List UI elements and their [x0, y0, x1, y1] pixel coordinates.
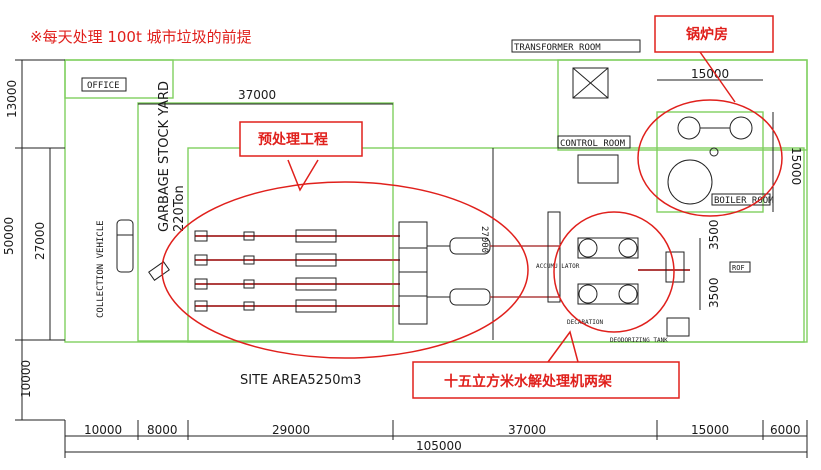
pretreatment-callout: [239, 121, 363, 157]
dim-inner-27000: 27000: [479, 226, 489, 253]
accumulator: [547, 211, 561, 303]
slurry-tank-lower: [449, 288, 491, 306]
collection-vehicle: [116, 219, 134, 273]
garbage-yard-capacity: 220Ton: [172, 185, 187, 232]
page-title: ※每天处理 100t 城市垃圾的前提: [30, 28, 252, 46]
dim-boiler-15000: 15000: [789, 147, 803, 185]
hydrolysis-callout: [412, 361, 680, 399]
dim-left-27000: 27000: [33, 222, 47, 260]
collection-vehicle-label: COLLECTION VEHICLE: [96, 220, 106, 318]
boiler-room-zone: [656, 111, 764, 213]
dim-bottom-15000: 15000: [691, 423, 729, 437]
dim-bottom-6000: 6000: [770, 423, 801, 437]
dim-right-3500-b: 3500: [707, 277, 721, 308]
dim-bottom-37000: 37000: [508, 423, 546, 437]
garbage-yard-label: GARBAGE STOCK YARD: [157, 81, 172, 232]
grab-crane: [148, 261, 170, 281]
rof-unit: [665, 251, 685, 283]
boiler-room-label: BOILER ROOM: [714, 196, 774, 206]
plant-area-boundary: [187, 147, 805, 343]
shredder-block: [398, 221, 428, 325]
boiler-valve: [709, 147, 719, 157]
pretreatment-text: 预处理工程: [258, 131, 328, 148]
decaration-label: DECARATION: [567, 319, 604, 326]
transformer-room-box: [511, 39, 641, 53]
dim-left-10000: 10000: [19, 360, 33, 398]
hydrolysis-text: 十五立方米水解处理机两架: [444, 373, 612, 390]
rof-box: [729, 261, 751, 273]
control-panel: [577, 154, 619, 184]
transformer-unit: [572, 67, 609, 99]
hydrolysis-ellipse: [553, 211, 675, 333]
hydrolysis-machine-upper: [577, 237, 639, 259]
dim-left-13000: 13000: [5, 80, 19, 118]
boiler-ellipse: [637, 99, 783, 217]
hydrolysis-machine-lower: [577, 283, 639, 305]
deodorizing-tank-label: DEODORIZING TANK: [610, 337, 668, 344]
office-zone: [64, 59, 174, 99]
dim-right-3500-a: 3500: [707, 219, 721, 250]
dim-bottom-29000: 29000: [272, 423, 310, 437]
conveyor-lines: [194, 229, 400, 313]
boiler-drum-right: [729, 116, 753, 140]
control-room-label: CONTROL ROOM: [560, 139, 626, 149]
rof-label: ROF: [732, 264, 745, 272]
accumulator-label: ACCUMU LATOR: [536, 263, 580, 270]
site-area-label: SITE AREA5250m3: [240, 373, 361, 388]
control-room-box: [557, 135, 631, 149]
transformer-room-label: TRANSFORMER ROOM: [514, 43, 601, 53]
boiler-room-box: [711, 193, 771, 206]
dim-bottom-8000: 8000: [147, 423, 178, 437]
boiler-main: [667, 159, 713, 205]
garbage-yard-boundary: [137, 102, 394, 342]
office-box: [81, 77, 127, 92]
boiler-house-callout: [654, 15, 774, 53]
pretreatment-ellipse: [161, 181, 529, 359]
transformer-zone: [557, 59, 808, 151]
dim-top-15000: 15000: [691, 67, 729, 81]
dim-bottom-10000: 10000: [84, 423, 122, 437]
boiler-house-text: 锅炉房: [686, 26, 728, 43]
deodorizing-tank: [666, 317, 690, 337]
dim-top-37000: 37000: [238, 88, 276, 102]
boiler-drum-left: [677, 116, 701, 140]
dim-bottom-105000: 105000: [416, 439, 462, 453]
dim-left-50000: 50000: [2, 217, 16, 255]
office-label: OFFICE: [87, 81, 120, 91]
